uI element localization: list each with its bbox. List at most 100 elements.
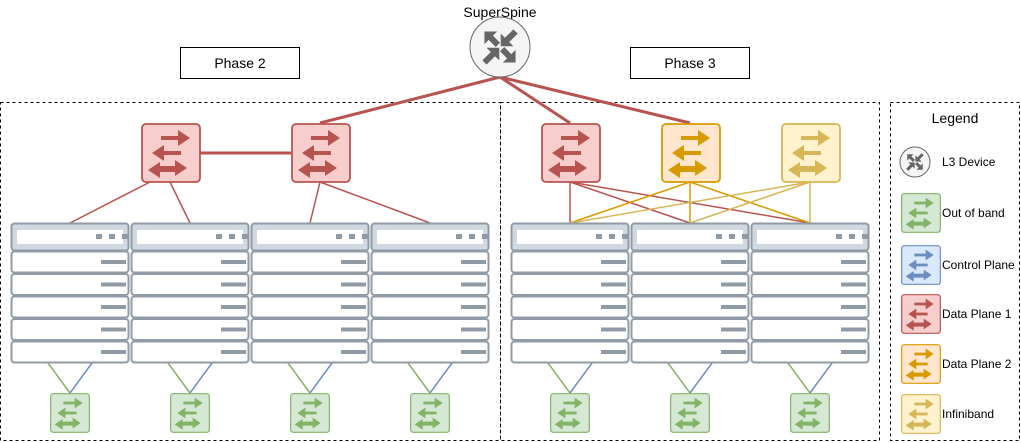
nodes	[10, 16, 870, 433]
drive-slot	[601, 260, 626, 264]
arrows-icon	[905, 348, 934, 381]
rack-unit	[630, 273, 750, 296]
legend-item-label: Out of band	[942, 206, 1005, 220]
rack-unit	[750, 340, 870, 364]
drive-slot	[721, 327, 746, 332]
legend-item-label: Data Plane 2	[942, 357, 1012, 371]
legend-title: Legend	[932, 110, 979, 126]
drive-slot	[841, 350, 866, 354]
drive-slot	[341, 282, 366, 287]
control-link	[189, 362, 213, 394]
drive-slot	[461, 350, 486, 354]
led-indicator	[122, 234, 128, 239]
drive-slot	[601, 327, 626, 332]
drive-slot	[841, 282, 866, 287]
rack-header-panel	[517, 230, 623, 244]
rack-unit	[250, 318, 370, 341]
led-indicator	[362, 234, 368, 239]
rack-unit	[10, 295, 130, 319]
drive-slot	[841, 305, 866, 309]
arrows-icon	[548, 130, 590, 178]
drive-slot	[221, 327, 246, 332]
drive-slot	[221, 350, 246, 354]
rack-link	[319, 181, 431, 224]
led-indicator	[609, 234, 615, 239]
rack-unit	[510, 250, 630, 274]
rack-link	[689, 181, 811, 224]
drive-slot	[341, 327, 366, 332]
phase3-oob-switch	[670, 393, 710, 433]
arrows-icon	[294, 397, 323, 430]
phase3-server-rack	[510, 222, 630, 364]
phase3-oob-switch	[550, 393, 590, 433]
drive-slot	[601, 350, 626, 354]
arrows-icon	[54, 397, 83, 430]
drive-slot	[461, 305, 486, 309]
control-link	[569, 362, 593, 394]
control-link	[69, 362, 93, 394]
drive-slot	[721, 305, 746, 309]
rack-unit	[630, 318, 750, 341]
led-indicator	[96, 234, 102, 239]
rack-link	[169, 181, 191, 224]
phase2-oob-switch	[290, 393, 330, 433]
drive-slot	[101, 305, 126, 309]
rack-unit	[130, 318, 250, 341]
rack-unit	[130, 340, 250, 364]
rack-unit	[130, 295, 250, 319]
led-indicator	[242, 234, 248, 239]
superspine-link	[499, 75, 691, 125]
rack-unit	[250, 250, 370, 274]
led-indicator	[216, 234, 222, 239]
drive-slot	[601, 282, 626, 287]
phase2-server-rack	[10, 222, 130, 364]
rack-unit	[750, 273, 870, 296]
router-arrows-icon	[482, 29, 518, 65]
led-indicator	[482, 234, 488, 239]
led-indicator	[229, 234, 235, 239]
rack-unit	[250, 340, 370, 364]
rack-unit	[510, 318, 630, 341]
arrows-icon	[788, 130, 830, 178]
legend-item: Control Plane	[901, 245, 1015, 285]
drive-slot	[601, 305, 626, 309]
drive-slot	[221, 260, 246, 264]
phase3-server-rack	[630, 222, 750, 364]
rack-link	[309, 181, 321, 224]
rack-unit	[370, 295, 490, 319]
led-indicator	[742, 234, 748, 239]
rack-header-panel	[137, 230, 243, 244]
phase3-label-box: Phase 3	[630, 47, 750, 79]
drive-slot	[101, 350, 126, 354]
phase2-oob-switch	[50, 393, 90, 433]
rack-unit	[10, 250, 130, 274]
legend-item: L3 Device	[899, 146, 996, 178]
rack-unit	[510, 340, 630, 364]
phase3-spine-switch	[661, 123, 721, 183]
oob-link	[667, 362, 691, 394]
arrows-icon	[148, 130, 190, 178]
green-switch-icon	[901, 193, 941, 233]
drive-slot	[841, 327, 866, 332]
led-indicator	[849, 234, 855, 239]
rack-unit	[370, 250, 490, 274]
drive-slot	[841, 260, 866, 264]
legend-item: Infiniband	[901, 394, 994, 434]
rack-unit	[10, 318, 130, 341]
phase2-spine-switch	[291, 123, 351, 183]
router-arrows-icon	[906, 153, 924, 171]
links	[47, 75, 833, 394]
phase2-container	[0, 102, 501, 441]
rack-link	[569, 181, 811, 224]
led-indicator	[716, 234, 722, 239]
drive-slot	[461, 282, 486, 287]
phase3-label: Phase 3	[664, 55, 716, 71]
rack-unit	[10, 273, 130, 296]
blue-switch-icon	[901, 245, 941, 285]
orange-switch-icon	[901, 344, 941, 384]
phase3-server-rack	[750, 222, 870, 364]
rack-unit	[630, 340, 750, 364]
rack-unit	[370, 340, 490, 364]
rack-unit	[510, 273, 630, 296]
